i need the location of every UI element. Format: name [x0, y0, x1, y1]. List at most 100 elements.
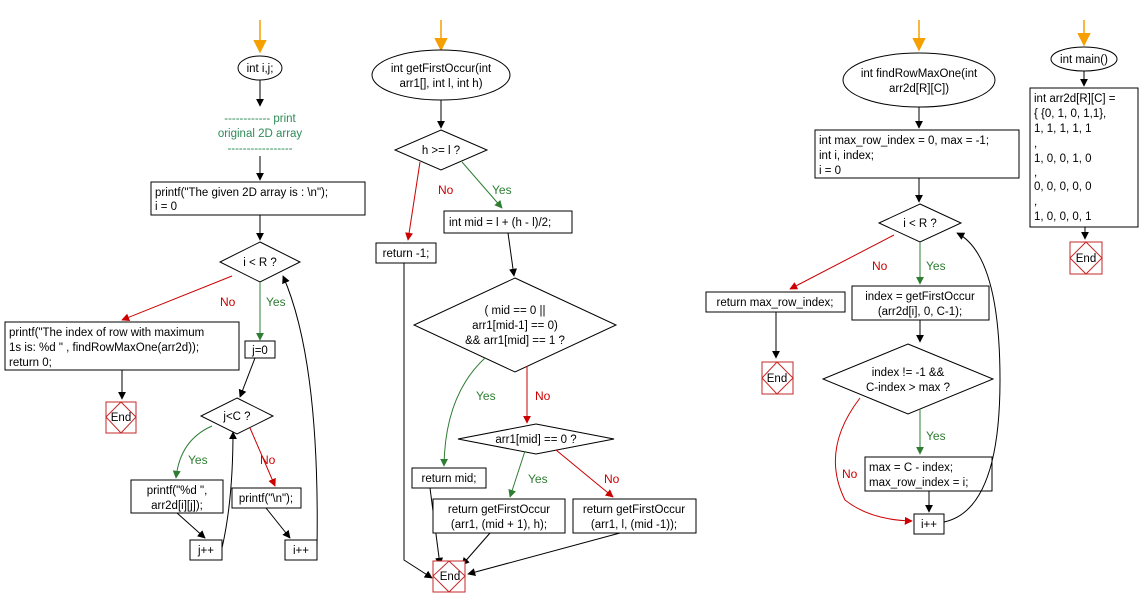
j-inc-box: [189, 539, 223, 561]
function-title-ellipse: [842, 52, 996, 108]
return-mid-box: [411, 467, 487, 489]
cond-zero-text: arr1[mid] == 0 ?: [495, 434, 576, 446]
recurse-right-line-1: return getFirstOccur: [448, 504, 550, 516]
yes-label: Yes: [926, 429, 946, 443]
cond-mid-line-2: arr1[mid-1] == 0): [472, 320, 558, 332]
i-inc-text: i++: [293, 545, 309, 557]
array-decl-line-2: { {0, 1, 0, 1,1},: [1034, 108, 1106, 120]
update-line-2: max_row_index = i;: [869, 477, 968, 489]
connector: [238, 357, 256, 398]
yes-branch-line: [461, 161, 503, 209]
get-first-occur-flow: int getFirstOccur(int arr1[], int l, int…: [371, 20, 697, 593]
yes-label: Yes: [266, 295, 286, 309]
no-label: No: [260, 453, 276, 467]
no-branch-line: [834, 397, 913, 525]
print-nl-text: printf("\n");: [239, 493, 293, 505]
index-assign-line-2: (arr2d[i], 0, C-1);: [878, 306, 962, 318]
function-title-line-2: arr2d[R][C]): [889, 83, 949, 95]
no-label: No: [842, 467, 858, 481]
init-line-2: int i, index;: [819, 150, 874, 162]
no-branch-line: [405, 161, 421, 241]
array-decl-line-8: ,: [1034, 196, 1037, 208]
end-diamond-icon: [105, 401, 137, 434]
find-row-max-one-flow: int findRowMaxOne(int arr2d[R][C]) int m…: [705, 20, 1020, 535]
index-assign-box: [851, 285, 990, 321]
array-decl-line-7: 0, 0, 0, 0, 0: [1034, 181, 1092, 193]
connector: [176, 512, 206, 539]
mid-calc-text: int mid = l + (h - l)/2;: [449, 217, 551, 229]
no-branch-line: [789, 234, 895, 290]
update-line-1: max = C - index;: [869, 462, 953, 474]
no-label: No: [604, 472, 620, 486]
end-text: End: [1076, 253, 1096, 265]
j-inc-text: j++: [197, 545, 214, 557]
cond-h-diamond: [393, 129, 489, 171]
result-line-3: return 0;: [9, 357, 52, 369]
j-init-box: [244, 340, 276, 359]
array-decl-line-1: int arr2d[R][C] =: [1034, 93, 1116, 105]
function-title-line-2: arr1[], int l, int h): [399, 78, 482, 90]
connector: [403, 263, 433, 579]
result-box: [4, 321, 240, 371]
print-given-line-1: printf("The given 2D array is : \n");: [155, 187, 328, 199]
no-branch-line: [121, 275, 233, 322]
cond-mid-diamond: [412, 277, 618, 373]
return-neg-text: return -1;: [383, 248, 430, 260]
no-label: No: [535, 389, 551, 403]
function-title-line-1: int getFirstOccur(int: [391, 63, 492, 75]
end-diamond-icon: [432, 560, 466, 593]
comment-line-1: ------------ print: [224, 113, 296, 125]
i-inc-text: i++: [921, 519, 937, 531]
no-label: No: [438, 183, 454, 197]
cond-i-text: i < R ?: [903, 218, 937, 230]
print-given-line-2: i = 0: [155, 201, 177, 213]
comment-line-2: original 2D array: [218, 128, 303, 140]
end-diamond-icon: [1069, 241, 1103, 275]
array-decl-line-5: 1, 0, 0, 1, 0: [1034, 153, 1092, 165]
cond-j-diamond: [199, 397, 275, 435]
i-inc-box: [913, 513, 945, 535]
result-line-1: printf("The index of row with maximum: [9, 327, 204, 339]
update-box: [864, 456, 993, 492]
no-branch-line: [555, 449, 614, 498]
decl-text: int i,j;: [247, 63, 274, 75]
cond-index-line-1: index != -1 &&: [872, 367, 945, 379]
i-inc-box: [284, 539, 318, 561]
loop-back-i: [282, 275, 318, 549]
cond-index-diamond: [821, 343, 995, 415]
return-neg-box: [375, 242, 437, 264]
recurse-left-line-2: (arr1, l, (mid -1));: [591, 519, 677, 531]
array-decl-line-3: 1, 1, 1, 1, 1: [1034, 123, 1092, 135]
function-title-ellipse: [371, 49, 511, 101]
recurse-left-box: [572, 498, 697, 534]
result-line-2: 1s is: %d " , findRowMaxOne(arr2d));: [9, 342, 199, 354]
yes-branch-line: [440, 357, 486, 467]
recurse-right-box: [432, 498, 566, 534]
yes-label: Yes: [188, 453, 208, 467]
connector: [507, 232, 517, 277]
end-terminal: [1069, 241, 1103, 275]
yes-branch-line: [172, 425, 213, 479]
cond-zero-diamond: [457, 423, 615, 455]
yes-label: Yes: [528, 472, 548, 486]
connector: [461, 532, 491, 566]
cond-mid-line-3: && arr1[mid] == 1 ?: [465, 335, 565, 347]
connector: [467, 532, 621, 576]
no-label: No: [220, 295, 236, 309]
init-line-3: i = 0: [819, 165, 841, 177]
no-branch-line: [249, 427, 276, 487]
yes-label: Yes: [476, 389, 496, 403]
end-diamond-icon: [761, 361, 794, 395]
main-left-flow: int i,j; ------------ print original 2D …: [4, 20, 366, 561]
end-text: End: [440, 571, 460, 583]
connector: [265, 507, 291, 539]
array-decl-box: [1029, 87, 1139, 228]
end-text: End: [111, 412, 131, 424]
return-max-text: return max_row_index;: [717, 297, 834, 309]
print-elem-line-2: arr2d[i][j]);: [151, 500, 203, 512]
init-box: [814, 129, 1020, 179]
cond-h-text: h >= l ?: [422, 145, 460, 157]
cond-j-text: j<C ?: [222, 411, 250, 423]
recurse-left-line-1: return getFirstOccur: [583, 504, 685, 516]
